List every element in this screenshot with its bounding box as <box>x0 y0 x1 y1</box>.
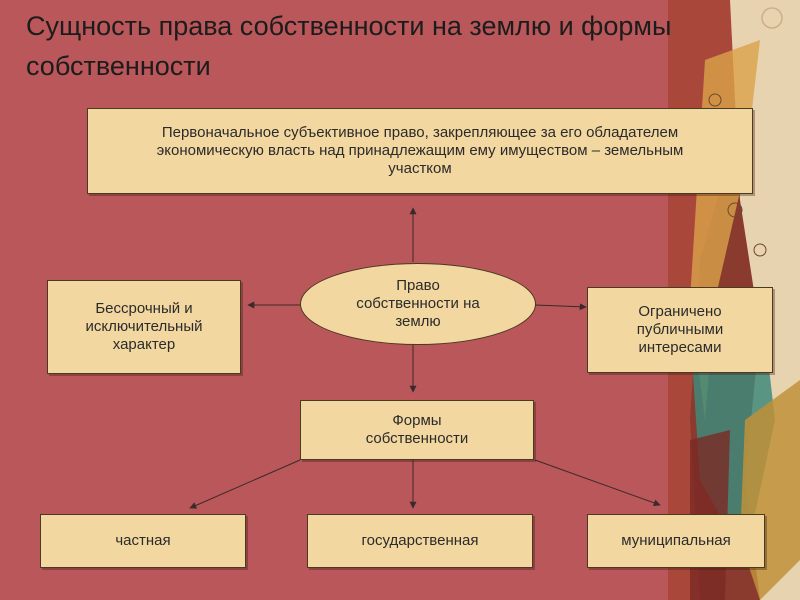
forms-node: Формы собственности <box>300 400 534 460</box>
center-node: Право собственности на землю <box>300 263 536 345</box>
arrow-private <box>189 459 301 509</box>
definition-box: Первоначальное субъективное право, закре… <box>87 108 753 194</box>
arrow-right <box>534 303 587 311</box>
right-node: Ограничено публичными интересами <box>587 287 773 373</box>
form-private: частная <box>40 514 246 568</box>
slide-title: Сущность права собственности на землю и … <box>26 11 672 81</box>
arrow-municipal <box>534 459 661 507</box>
form-municipal: муниципальная <box>587 514 765 568</box>
form-state: государственная <box>307 514 533 568</box>
left-node: Бессрочный и исключительный характер <box>47 280 241 374</box>
